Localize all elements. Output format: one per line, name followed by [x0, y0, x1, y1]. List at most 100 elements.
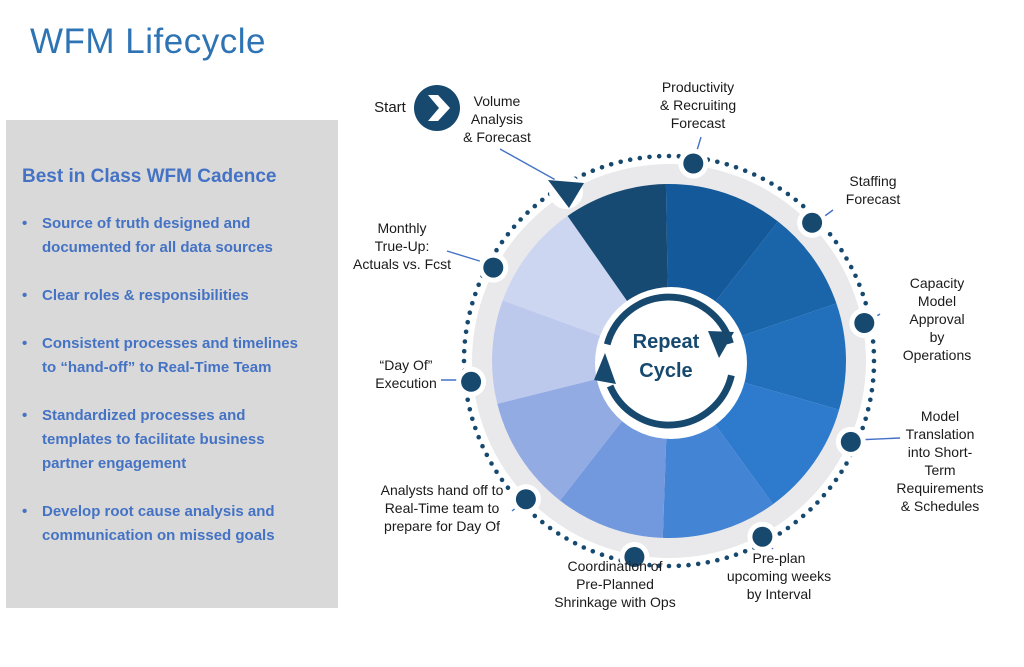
- ring-dot: [461, 348, 467, 354]
- ring-dot: [848, 264, 854, 270]
- ring-dot: [808, 507, 813, 512]
- ring-dot: [467, 407, 473, 412]
- ring-dot: [705, 560, 711, 565]
- ring-dot: [511, 224, 517, 230]
- ring-dot: [860, 291, 865, 297]
- ring-dot: [827, 485, 833, 491]
- ring-dot: [724, 162, 730, 167]
- ring-dot: [863, 416, 868, 422]
- bullet-item: Develop root cause analysis and communic…: [18, 500, 314, 548]
- ring-dot: [760, 176, 766, 182]
- ring-dot: [676, 563, 682, 569]
- ring-dot: [505, 485, 511, 491]
- ring-dot: [865, 407, 871, 412]
- ring-dot: [800, 203, 806, 209]
- start-chevron-glyph: [428, 95, 450, 121]
- ring-dot: [871, 368, 877, 374]
- start-label: Start: [374, 99, 406, 116]
- ring-dot: [733, 165, 739, 170]
- ring-dot: [860, 425, 865, 431]
- ring-dot: [540, 197, 545, 203]
- ring-dot: [793, 197, 798, 203]
- ring-dot: [467, 310, 473, 316]
- stage-label-capacity-model-approval: Capacity Model Approval by Operations: [902, 275, 972, 363]
- ring-dot: [844, 256, 849, 261]
- ring-dot: [532, 203, 538, 209]
- leader-line-volume-analysis-forecast: [499, 148, 562, 184]
- ring-dot: [800, 513, 806, 519]
- ring-dot: [715, 159, 720, 165]
- ring-dot: [473, 425, 478, 431]
- ring-dot: [608, 162, 614, 167]
- ring-dot: [505, 232, 511, 237]
- ring-dot: [476, 434, 482, 440]
- ring-dot: [547, 525, 553, 531]
- ring-dot: [733, 552, 739, 557]
- ring-dot: [555, 531, 561, 536]
- ring-dot: [821, 492, 827, 498]
- ring-dot: [599, 165, 605, 170]
- ring-dot: [666, 563, 672, 569]
- ring-dot: [489, 461, 494, 466]
- ring-dot: [751, 172, 757, 177]
- ring-dot: [742, 168, 748, 173]
- ring-dot: [581, 545, 587, 550]
- ring-dot: [844, 461, 849, 466]
- stage-label-analysts-handoff: Analysts hand off to Real-Time team to p…: [380, 482, 504, 534]
- repeat-cycle-arrowhead-right: [708, 331, 734, 358]
- repeat-cycle-label: Repeat Cycle: [632, 331, 700, 382]
- bullet-item: Source of truth designed and documented …: [18, 212, 314, 260]
- ring-dot: [525, 210, 530, 215]
- ring-dot: [480, 443, 485, 449]
- ring-dot: [590, 168, 596, 173]
- repeat-cycle-arrow-bottom: [606, 374, 735, 429]
- ring-dot: [742, 549, 748, 554]
- stage-dot-staffing-forecast: [802, 212, 823, 233]
- ring-dot: [724, 555, 730, 560]
- ring-dot: [827, 232, 833, 237]
- ring-dot: [815, 500, 820, 505]
- stage-dot-productivity-recruiting-forecast: [683, 153, 704, 174]
- ring-dot: [462, 339, 468, 344]
- stage-label-staffing-forecast: Staffing Forecast: [845, 173, 901, 207]
- ring-dot: [590, 549, 596, 554]
- ring-dot: [518, 217, 523, 222]
- stage-dot-capacity-model-approval: [854, 313, 875, 333]
- ring-dot: [777, 186, 783, 191]
- page-title: WFM Lifecycle: [30, 22, 266, 61]
- ring-dot: [572, 540, 578, 546]
- stage-dot-pre-plan-upcoming-weeks: [752, 526, 773, 547]
- ring-dot: [499, 239, 505, 245]
- ring-dot: [599, 552, 605, 557]
- ring-dot: [870, 339, 876, 344]
- leader-line-monthly-true-up: [446, 250, 487, 264]
- ring-dot: [871, 348, 877, 354]
- ring-dot: [608, 555, 614, 560]
- ring-dot: [868, 397, 873, 403]
- ring-dot: [853, 273, 858, 279]
- wheel-segment-capacity-model-approval: [669, 303, 846, 410]
- ring-dot: [863, 300, 868, 306]
- ring-dot: [463, 329, 469, 335]
- ring-dot: [647, 154, 652, 160]
- ring-dot: [793, 519, 798, 525]
- stage-label-coordination-shrinkage: Coordination of Pre-Planned Shrinkage wi…: [554, 558, 676, 610]
- ring-dot: [869, 387, 875, 393]
- ring-dot: [647, 562, 652, 568]
- ring-dot: [494, 247, 499, 253]
- ring-dot: [581, 172, 587, 177]
- wheel-center-disc: [595, 287, 747, 439]
- ring-dot: [715, 557, 720, 563]
- ring-dot: [540, 519, 545, 525]
- ring-dot: [465, 319, 471, 325]
- stage-label-volume-analysis-forecast: Volume Analysis & Forecast: [463, 93, 531, 145]
- ring-dot: [839, 469, 844, 475]
- ring-dot: [465, 397, 471, 403]
- ring-dot: [637, 155, 643, 161]
- ring-dot: [656, 563, 662, 569]
- ring-dot: [499, 477, 505, 483]
- repeat-cycle-arrowhead-left: [594, 353, 616, 384]
- stage-label-productivity-recruiting-forecast: Productivity & Recruiting Forecast: [659, 79, 737, 131]
- ring-dot: [470, 416, 475, 422]
